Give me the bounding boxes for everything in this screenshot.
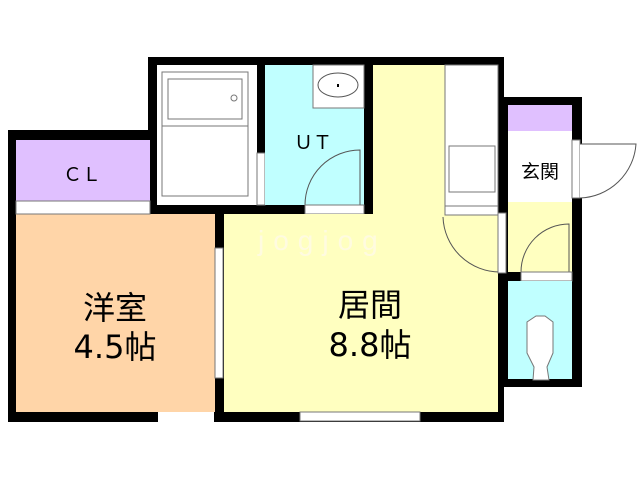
watermark: jogjog	[257, 225, 387, 256]
hall-door[interactable]	[442, 216, 501, 273]
living-size: 8.8帖	[328, 326, 412, 364]
toilet-icon	[526, 315, 554, 381]
drain-icon	[230, 94, 238, 102]
closet-area	[16, 140, 150, 201]
western-room-name: 洋室	[82, 289, 147, 327]
toilet-door[interactable]	[520, 223, 570, 273]
window-bottom	[299, 411, 421, 422]
bedroom-door[interactable]	[214, 247, 224, 379]
closet-door[interactable]	[15, 200, 151, 215]
front-door[interactable]	[579, 143, 637, 199]
stove	[448, 145, 496, 193]
western-room-size: 4.5帖	[73, 328, 157, 366]
shoe-storage	[508, 105, 572, 131]
hall-area	[508, 202, 572, 272]
utility-label: ＵＴ	[293, 132, 332, 154]
western-room-area	[16, 214, 215, 412]
bath-door[interactable]	[256, 152, 266, 206]
bathtub-inner	[167, 78, 243, 120]
utility-door[interactable]	[304, 149, 361, 206]
closet-label: ＣＬ	[62, 164, 101, 186]
living-name: 居間	[337, 286, 402, 324]
shower-floor	[161, 125, 249, 197]
entrance-area	[508, 131, 572, 202]
entrance-label: 玄関	[520, 161, 559, 183]
